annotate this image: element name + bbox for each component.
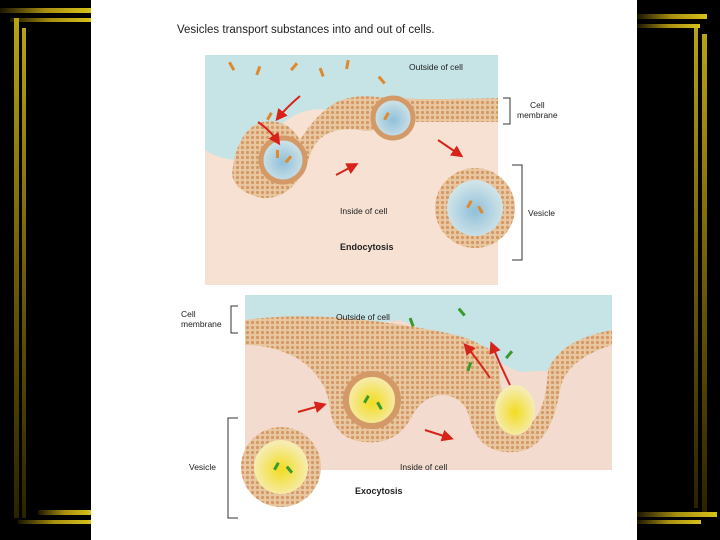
endo-vesicle-label: Vesicle	[528, 208, 555, 218]
exo-inside-label: Inside of cell	[400, 462, 447, 472]
exo-vesicle-label: Vesicle	[189, 462, 216, 472]
forming-vesicle	[261, 138, 305, 182]
endo-membrane-label: Cell membrane	[517, 100, 558, 120]
exo-membrane-label: Cell membrane	[181, 309, 222, 329]
slide-title: Vesicles transport substances into and o…	[177, 24, 435, 36]
endo-process-label: Endocytosis	[340, 242, 394, 252]
exocytosis-panel	[228, 295, 612, 518]
fusing-vesicle	[495, 385, 535, 435]
endo-outside-label: Outside of cell	[409, 62, 463, 72]
exo-outside-label: Outside of cell	[336, 312, 390, 322]
exo-process-label: Exocytosis	[355, 486, 403, 496]
endo-inside-label: Inside of cell	[340, 206, 387, 216]
